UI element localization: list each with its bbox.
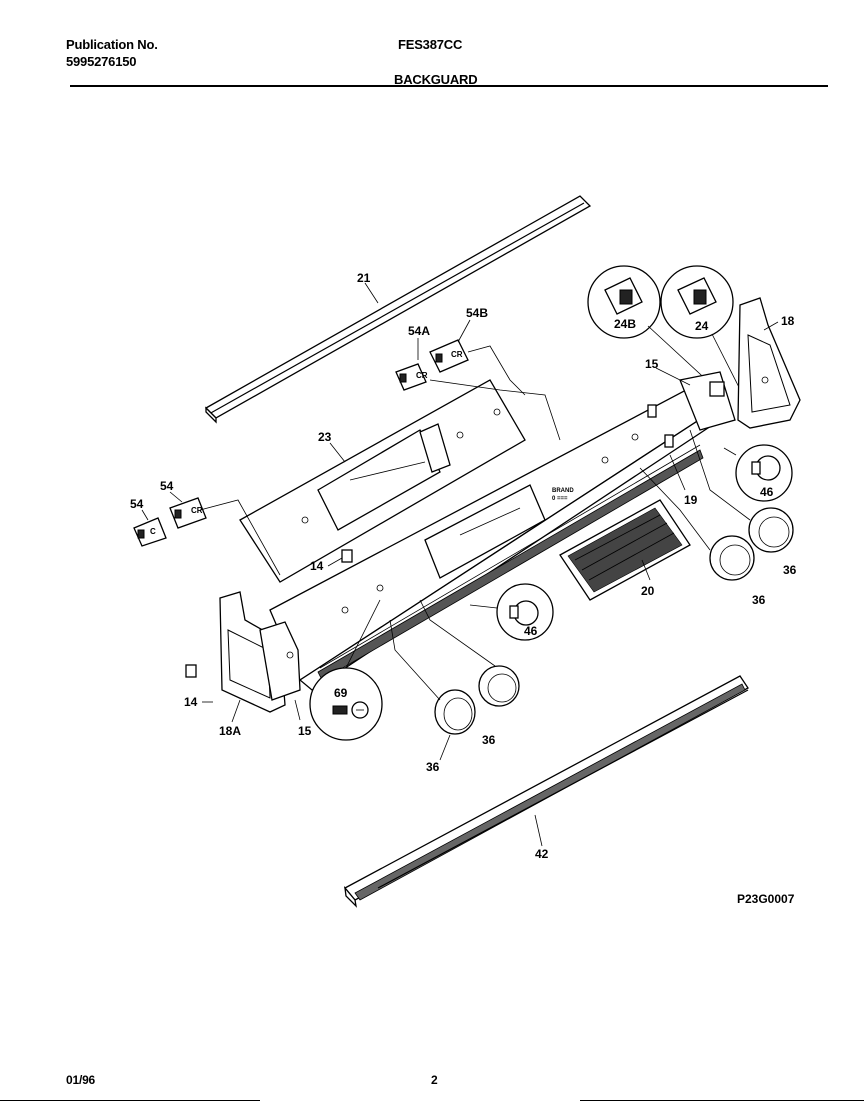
part-15-bracket-left <box>259 621 301 701</box>
callout-23: 23 <box>318 430 332 444</box>
part-23-rear-panel <box>239 379 526 583</box>
callout-14-b: 14 <box>184 695 198 709</box>
leader-18 <box>763 321 779 331</box>
callout-46-b: 46 <box>760 485 774 499</box>
callout-21: 21 <box>357 271 371 285</box>
leader-54-b <box>141 509 149 521</box>
callout-15-a: 15 <box>298 724 312 738</box>
callout-42: 42 <box>535 847 549 861</box>
leader-36-a <box>439 734 451 761</box>
callout-46-a: 46 <box>524 624 538 638</box>
callout-69: 69 <box>334 686 348 700</box>
leader-20 <box>641 559 651 581</box>
part-36-knob-b <box>478 665 520 707</box>
leader-36-a-wire <box>389 619 441 701</box>
callout-19: 19 <box>684 493 698 507</box>
leader-54A-wire <box>429 379 561 441</box>
part-24-switch-inset <box>660 265 734 339</box>
leader-19 <box>669 454 686 491</box>
part-69-screw-inset <box>309 667 383 741</box>
svg-text:CR: CR <box>451 350 463 359</box>
part-54B-connector: CR <box>429 339 469 373</box>
svg-text:CR: CR <box>416 371 428 380</box>
leader-69 <box>345 599 381 669</box>
diagram-code: P23G0007 <box>737 892 795 906</box>
leader-54B-wire <box>467 345 526 396</box>
header-rule <box>70 85 828 87</box>
leader-46-b <box>723 447 737 456</box>
part-14-clip-center <box>341 549 353 563</box>
callout-24: 24 <box>695 319 709 333</box>
model-number: FES387CC <box>398 37 463 52</box>
leader-23 <box>329 442 346 463</box>
leader-15-b <box>655 367 691 386</box>
part-14-clip-left <box>185 664 197 678</box>
svg-text:CR: CR <box>191 506 203 515</box>
part-21-trim-strip <box>204 195 592 424</box>
page-number: 2 <box>431 1073 438 1087</box>
leader-18A <box>231 699 241 723</box>
callout-15-b: 15 <box>645 357 659 371</box>
callout-54B: 54B <box>466 306 488 320</box>
part-46-knob-inset-a <box>496 583 554 641</box>
section-title: BACKGUARD <box>394 72 478 87</box>
panel-hatch-strip <box>317 449 704 681</box>
leader-36-c-wire <box>639 467 711 551</box>
part-36-knob-a <box>434 689 476 735</box>
part-18-end-cap <box>737 297 801 429</box>
svg-text:BRAND: BRAND <box>552 488 574 494</box>
callout-54-a: 54 <box>160 479 174 493</box>
callout-24B: 24B <box>614 317 636 331</box>
publication-number: 5995276150 <box>66 54 137 69</box>
publication-label: Publication No. <box>66 37 158 52</box>
leader-54-a <box>169 491 183 503</box>
part-20-grille <box>559 499 691 601</box>
leader-36-d-wire <box>689 429 751 521</box>
svg-text:0 ===: 0 === <box>552 496 568 502</box>
callout-18: 18 <box>781 314 795 328</box>
part-36-knob-c <box>709 535 755 581</box>
footer-date: 01/96 <box>66 1073 96 1087</box>
leader-14-a <box>327 557 343 567</box>
callout-54-b: 54 <box>130 497 144 511</box>
leader-54B <box>457 319 471 343</box>
callout-18A: 18A <box>219 724 241 738</box>
leader-54-wire <box>199 499 281 576</box>
leader-15-a <box>294 699 301 721</box>
part-42-bottom-trim <box>343 675 749 908</box>
callout-36-b: 36 <box>482 733 496 747</box>
part-54-connector-left: CR <box>169 497 207 529</box>
leader-21 <box>364 282 379 304</box>
leader-42 <box>534 814 543 847</box>
footer-rule-right <box>580 1100 864 1101</box>
svg-text:C: C <box>150 527 156 536</box>
part-54A-connector: CR <box>395 363 428 391</box>
leader-46-a <box>469 604 498 609</box>
part-24B-switch-inset <box>587 265 661 339</box>
callout-36-c: 36 <box>752 593 766 607</box>
callout-54A: 54A <box>408 324 430 338</box>
leader-36-b-wire <box>419 599 496 667</box>
footer-rule-left <box>0 1100 260 1101</box>
part-36-knob-d <box>748 507 794 553</box>
callout-20: 20 <box>641 584 655 598</box>
callout-36-d: 36 <box>783 563 797 577</box>
callout-36-a: 36 <box>426 760 440 774</box>
part-54-connector-lower: C <box>133 517 167 547</box>
callout-14-a: 14 <box>310 559 324 573</box>
part-46-knob-inset-b <box>735 444 793 502</box>
